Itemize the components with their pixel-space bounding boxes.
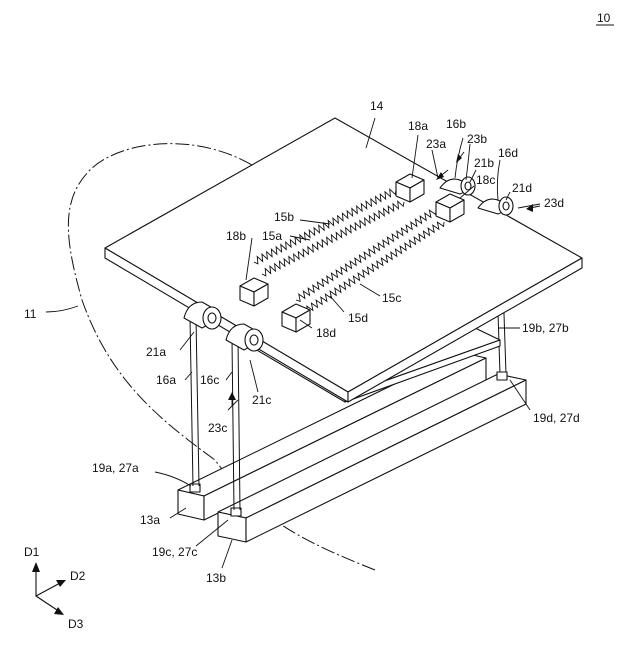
direction-arrow-23c: [228, 392, 236, 406]
direction-arrow-23b: [456, 152, 464, 163]
axis-d2: [36, 582, 62, 596]
label-16d: 16d: [498, 146, 518, 160]
axis-d3-arrowhead: [54, 607, 64, 615]
label-21b: 21b: [474, 156, 494, 170]
label-11: 11: [24, 307, 37, 321]
label-19d-27d: 19d, 27d: [533, 411, 580, 425]
label-15a: 15a: [262, 229, 282, 243]
label-18b: 18b: [226, 229, 246, 243]
wire-16a-pair: [196, 318, 199, 486]
axis-d2-arrowhead: [56, 580, 66, 587]
label-23a: 23a: [426, 137, 446, 151]
axis-d1-arrowhead: [32, 562, 40, 572]
label-23d: 23d: [544, 196, 564, 210]
label-18a: 18a: [408, 119, 428, 133]
label-18c: 18c: [476, 173, 495, 187]
anchor-19d: [497, 372, 507, 380]
label-15c: 15c: [382, 291, 401, 305]
axis-d3: [36, 596, 60, 612]
label-16a: 16a: [156, 373, 176, 387]
label-16c: 16c: [200, 373, 219, 387]
figure-number: 10: [597, 11, 611, 25]
label-15d: 15d: [348, 311, 368, 325]
label-19c-27c: 19c, 27c: [152, 545, 197, 559]
label-15b: 15b: [274, 210, 294, 224]
direction-arrow-23d: [526, 204, 540, 212]
label-16b: 16b: [446, 117, 466, 131]
label-21d: 21d: [512, 181, 532, 195]
label-13b: 13b: [206, 571, 226, 585]
label-21a: 21a: [146, 345, 166, 359]
label-21c: 21c: [252, 393, 271, 407]
axis-d1-label: D1: [24, 545, 40, 559]
direction-axes: D1 D2 D3: [24, 545, 86, 631]
label-13a: 13a: [140, 513, 160, 527]
label-14: 14: [370, 99, 384, 113]
label-23b: 23b: [467, 132, 487, 146]
axis-d2-label: D2: [70, 569, 86, 583]
label-19b-27b: 19b, 27b: [522, 321, 569, 335]
wire-16a: [190, 318, 193, 486]
label-23c: 23c: [208, 421, 227, 435]
axis-d3-label: D3: [68, 617, 84, 631]
label-19a-27a: 19a, 27a: [92, 461, 139, 475]
label-18d: 18d: [316, 326, 336, 340]
